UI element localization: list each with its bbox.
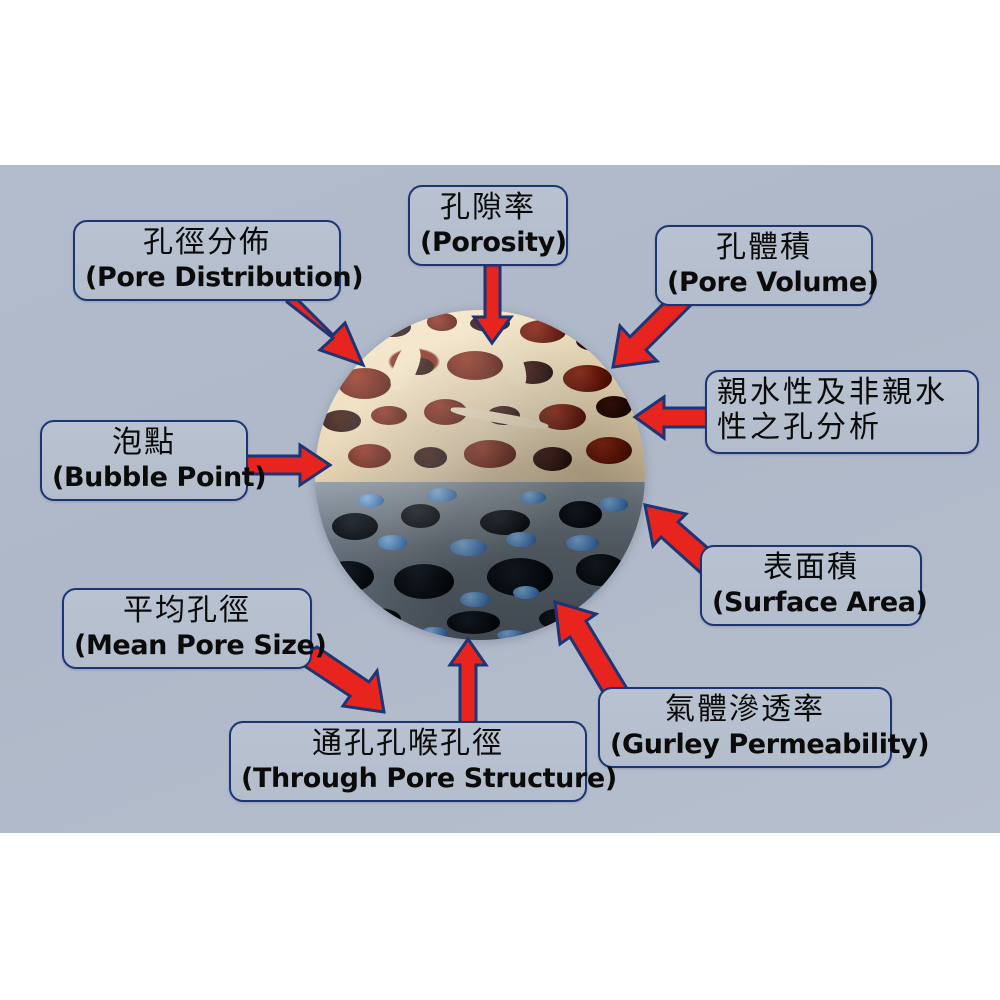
callout-label-cn: 表面積 <box>763 550 859 585</box>
callout-bubble-point[interactable]: 泡點 (Bubble Point) <box>40 420 267 502</box>
callout-label-cn: 平均孔徑 <box>123 593 251 628</box>
callout-label-en: (Porosity) <box>420 226 567 258</box>
arrow-hydrophilic <box>632 394 714 441</box>
callout-hydrophilic-analysis[interactable]: 親水性及非親水 性之孔分析 <box>705 370 979 454</box>
arrow-surface-area <box>643 503 721 575</box>
pore-blob <box>394 563 454 599</box>
pore-blob <box>575 554 626 587</box>
pore-blob <box>354 608 401 631</box>
blue-node <box>357 494 385 507</box>
arrow-gurley <box>553 599 632 710</box>
callout-label-cn: 孔隙率 <box>440 190 536 225</box>
pore-blob <box>331 513 378 541</box>
pore-blob <box>400 503 441 528</box>
pore-blob <box>532 447 573 472</box>
blue-node <box>592 589 619 602</box>
blue-node <box>519 491 546 504</box>
arrow-mean-pore-size <box>297 645 386 714</box>
pore-blob <box>559 500 603 528</box>
callout-label-en: (Bubble Point) <box>52 461 267 493</box>
arrow-porosity <box>471 263 514 346</box>
blue-node <box>513 586 540 599</box>
callout-label-en: (Gurley Permeability) <box>610 728 930 760</box>
callout-label-cn: 孔徑分佈 <box>143 225 271 260</box>
pore-blob <box>519 320 566 343</box>
arrow-pore-distribution <box>285 285 366 368</box>
arrow-bubble-point <box>244 442 333 488</box>
blue-node <box>420 627 447 639</box>
diagram-figure: .arw { fill:#e8241f; stroke:#1c3574; str… <box>0 165 1000 833</box>
callout-label-cn: 親水性及非親水 <box>717 375 948 410</box>
arrow-through-pore <box>447 636 489 727</box>
pore-blob <box>348 443 391 468</box>
blue-node <box>598 497 629 512</box>
arrow-pore-volume <box>611 289 695 369</box>
callout-label-en: (Surface Area) <box>712 586 928 618</box>
pore-blob <box>463 440 517 468</box>
callout-gurley-permeability[interactable]: 氣體滲透率 (Gurley Permeability) <box>598 687 930 769</box>
arrow-layer: .arw { fill:#e8241f; stroke:#1c3574; str… <box>0 165 1000 833</box>
pore-blob <box>447 611 500 634</box>
callout-mean-pore-size[interactable]: 平均孔徑 (Mean Pore Size) <box>62 588 327 670</box>
callout-label-en: (Through Pore Structure) <box>241 762 617 794</box>
callout-pore-distribution[interactable]: 孔徑分佈 (Pore Distribution) <box>73 220 364 302</box>
sphere-top-half <box>315 310 645 482</box>
blue-node <box>460 592 490 607</box>
callout-pore-volume[interactable]: 孔體積 (Pore Volume) <box>655 225 879 307</box>
pore-blob <box>371 406 408 425</box>
blue-node <box>506 532 537 547</box>
callout-label-en: (Pore Distribution) <box>85 261 364 293</box>
pore-blob <box>427 313 457 331</box>
blue-node <box>450 538 487 557</box>
pore-blob <box>321 409 362 432</box>
pore-blob <box>447 351 504 381</box>
blue-node <box>427 487 457 503</box>
pore-blob <box>338 368 391 400</box>
pore-blob <box>585 436 632 465</box>
blue-node <box>496 630 527 640</box>
pore-blob <box>374 316 411 338</box>
callout-label-cn: 孔體積 <box>716 230 812 265</box>
blue-node <box>341 595 368 609</box>
callout-through-pore-structure[interactable]: 通孔孔喉孔徑 (Through Pore Structure) <box>229 721 617 803</box>
pore-blob <box>595 395 632 419</box>
callout-surface-area[interactable]: 表面積 (Surface Area) <box>700 545 928 627</box>
callout-label-cn-line2: 性之孔分析 <box>717 409 882 445</box>
callout-porosity[interactable]: 孔隙率 (Porosity) <box>408 185 568 267</box>
callout-label-en: (Pore Volume) <box>667 266 879 298</box>
pore-blob <box>562 364 612 393</box>
pore-blob <box>480 510 530 536</box>
pore-blob <box>321 560 375 593</box>
callout-label-cn: 氣體滲透率 <box>665 692 825 727</box>
blue-node <box>377 535 408 550</box>
pore-blob <box>575 330 616 352</box>
blue-node <box>565 535 599 552</box>
callout-label-cn: 泡點 <box>112 425 176 460</box>
pore-blob <box>414 447 447 468</box>
callout-label-en: (Mean Pore Size) <box>74 629 327 661</box>
callout-label-cn: 通孔孔喉孔徑 <box>312 726 504 761</box>
